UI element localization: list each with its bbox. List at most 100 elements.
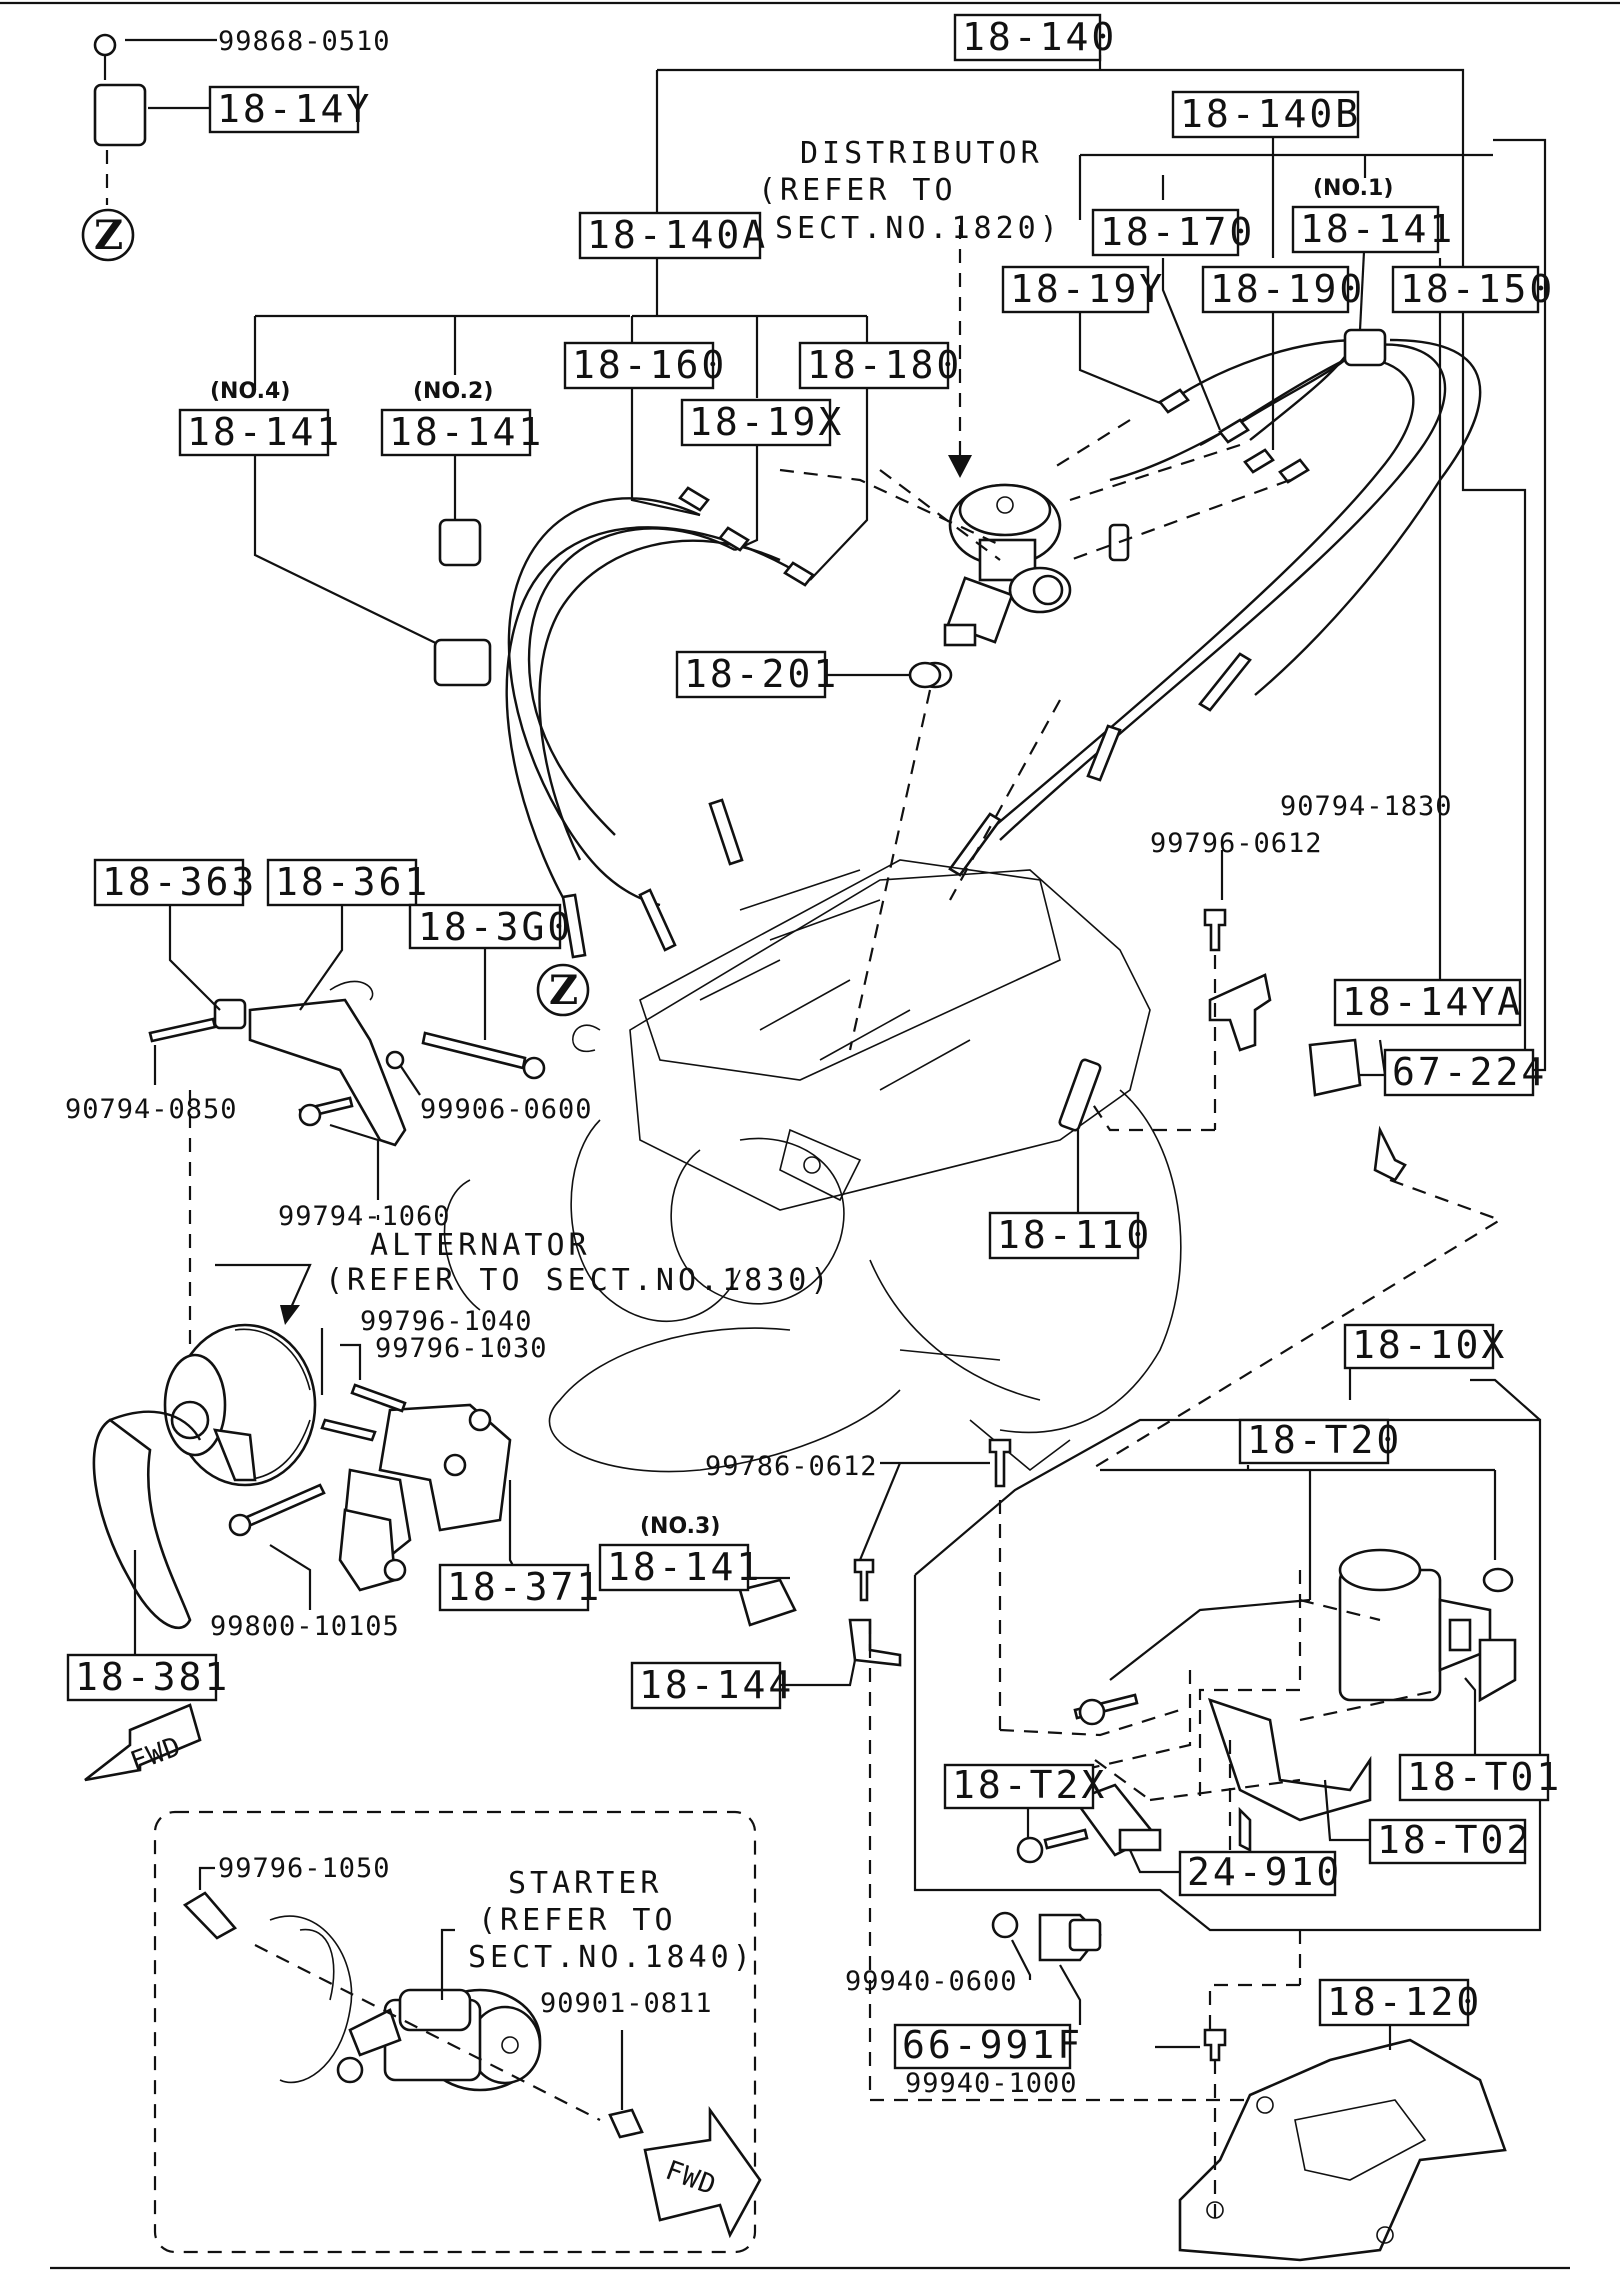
label-18-14Y: 18-14Y [208,85,372,134]
svg-text:18-120: 18-120 [1327,1980,1482,2024]
sensor-66-991F [991,1911,1302,2045]
label-18-144: 18-144 [630,1661,791,1710]
svg-text:18-14Y: 18-14Y [217,87,372,131]
wire-clips [93,33,492,687]
svg-text:ALTERNATOR: ALTERNATOR [370,1228,591,1263]
svg-text:SECT.NO.1840): SECT.NO.1840) [468,1940,755,1975]
bracket-left [148,980,546,1147]
label-18-141-no4: (NO.4) 18-141 [178,379,342,457]
label-18-140A: 18-140A [578,211,768,260]
svg-text:18-T2X: 18-T2X [952,1763,1107,1807]
svg-text:18-141: 18-141 [1300,207,1455,251]
distributor-arrow [948,455,972,478]
spark-plug [1058,1058,1102,1213]
label-18-3G0: 18-3G0 [408,903,573,950]
bracket-right [1089,908,1503,1471]
partno-99906-0600: 99906-0600 [420,1094,593,1125]
svg-text:(NO.2): (NO.2) [413,379,493,404]
svg-text:(NO.3): (NO.3) [640,1514,720,1539]
svg-text:(REFER TO: (REFER TO [478,1903,677,1938]
starter-leaders [198,1866,624,2110]
partno-99800-10105: 99800-10105 [210,1611,400,1642]
svg-text:(REFER TO SECT.NO.1830): (REFER TO SECT.NO.1830) [325,1263,832,1298]
svg-text:18-140A: 18-140A [587,213,768,257]
partno-99796-1040: 99796-1040 [360,1306,533,1337]
label-18-160: 18-160 [563,341,727,390]
fwd-arrow-left: FWD [84,1703,202,1782]
label-18-T01: 18-T01 [1398,1753,1559,1802]
partno-99940-1000: 99940-1000 [905,2068,1078,2099]
svg-text:18-19X: 18-19X [689,400,844,444]
partno-99940-0600: 99940-0600 [845,1966,1018,1997]
label-18-141-no1: (NO.1) 18-141 [1291,176,1455,254]
partno-90794-1830: 90794-1830 [1280,791,1453,822]
starter-box [153,1810,757,2254]
partno-90901-0811: 90901-0811 [540,1988,713,2019]
engine-block [443,859,1182,1473]
svg-text:18-3G0: 18-3G0 [418,905,573,949]
z-marker-middle: Z [536,963,590,1017]
svg-text:18-381: 18-381 [75,1655,230,1699]
svg-text:18-361: 18-361 [275,860,430,904]
svg-text:18-170: 18-170 [1100,210,1255,254]
svg-text:67-224: 67-224 [1392,1050,1547,1094]
svg-text:18-141: 18-141 [389,410,544,454]
partno-99794-1060: 99794-1060 [278,1201,451,1232]
svg-text:Z: Z [94,212,123,259]
partno-99796-0612: 99796-0612 [1150,828,1323,859]
label-18-14YA: 18-14YA [1333,978,1523,1027]
label-66-991F: 66-991F [893,2023,1083,2070]
svg-text:18-140B: 18-140B [1180,92,1361,136]
partno-99796-1050: 99796-1050 [218,1853,391,1884]
label-18-371: 18-371 [438,1563,602,1612]
label-24-910: 24-910 [1178,1850,1342,1897]
svg-text:18-14YA: 18-14YA [1342,980,1523,1024]
o-ring [908,661,942,689]
svg-text:24-910: 24-910 [1187,1850,1342,1894]
svg-text:18-160: 18-160 [572,343,727,387]
label-18-120: 18-120 [1318,1978,1482,2027]
svg-text:STARTER: STARTER [508,1866,662,1901]
label-18-361: 18-361 [266,858,430,907]
partno-99796-1030: 99796-1030 [375,1333,548,1364]
partno-90794-0850: 90794-0850 [65,1094,238,1125]
note-distributor: DISTRIBUTOR (REFER TO SECT.NO.1820) [758,136,1058,246]
label-67-224: 67-224 [1383,1048,1547,1097]
svg-text:18-10X: 18-10X [1352,1323,1507,1367]
svg-text:18-T02: 18-T02 [1377,1818,1532,1862]
svg-text:66-991F: 66-991F [902,2023,1083,2067]
label-18-141-no3: (NO.3) 18-141 [598,1514,762,1592]
svg-text:Z: Z [549,967,578,1014]
label-18-381: 18-381 [66,1653,230,1702]
svg-text:18-141: 18-141 [187,410,342,454]
svg-text:18-180: 18-180 [807,343,962,387]
coil-leaders [1026,1378,1541,1874]
dash-guides-top [779,419,1291,1051]
plug-wires [505,328,1482,959]
alternator [92,1263,512,1630]
partno-99868-0510: 99868-0510 [218,26,391,57]
svg-text:18-T20: 18-T20 [1247,1418,1402,1462]
leader-lines-top [253,55,1547,1072]
svg-text:18-150: 18-150 [1400,267,1555,311]
svg-text:18-371: 18-371 [447,1565,602,1609]
label-18-363: 18-363 [93,858,257,907]
svg-text:(NO.4): (NO.4) [210,379,290,404]
label-18-T02: 18-T02 [1368,1818,1532,1865]
label-18-110: 18-110 [988,1211,1152,1260]
svg-text:18-363: 18-363 [102,860,257,904]
bracket-left-leaders [153,905,487,1350]
svg-text:18-190: 18-190 [1210,267,1365,311]
svg-text:18-141: 18-141 [607,1545,762,1589]
label-18-19X: 18-19X [680,398,844,447]
label-18-180: 18-180 [798,341,962,390]
label-18-10X: 18-10X [1343,1323,1507,1370]
label-18-170: 18-170 [1091,208,1255,257]
note-alternator: ALTERNATOR (REFER TO SECT.NO.1830) [325,1228,832,1298]
label-18-141-no2: (NO.2) 18-141 [380,379,544,457]
svg-text:18-110: 18-110 [997,1213,1152,1257]
svg-text:18-19Y: 18-19Y [1010,267,1165,311]
label-18-140: 18-140 [953,13,1114,62]
label-18-T2X: 18-T2X [943,1763,1107,1810]
